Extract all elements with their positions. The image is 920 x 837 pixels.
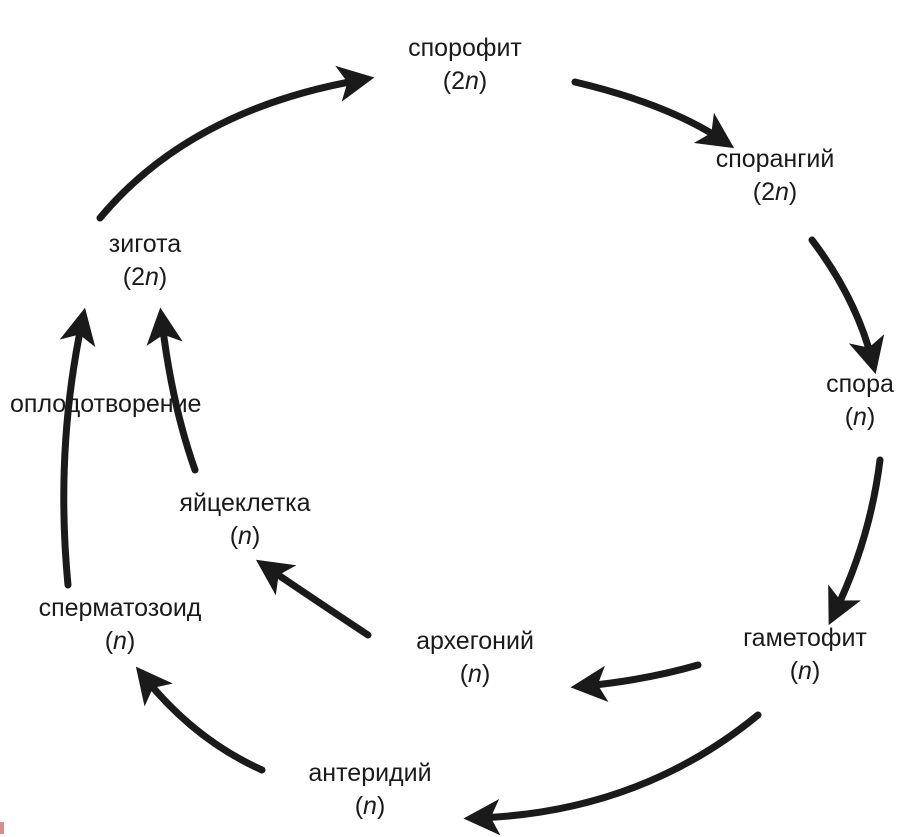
arrow-zygote-to-sporophyte: [96, 65, 375, 222]
node-spore-name: спора: [826, 370, 894, 398]
node-zygote: зигота (2n): [80, 228, 210, 293]
ploidy-variable: n: [853, 402, 867, 431]
node-sperm-ploidy: (n): [104, 626, 136, 655]
node-gametophyte-name: гаметофит: [743, 624, 867, 652]
arrow-antheridium-to-sperm: [135, 666, 266, 774]
ploidy-variable: n: [798, 656, 812, 685]
arrow-egg-to-zygote: [146, 307, 199, 474]
node-spore-ploidy: (n): [844, 402, 876, 431]
ploidy-variable: n: [145, 262, 159, 291]
arrow-archegonium-to-egg: [255, 559, 372, 639]
node-zygote-ploidy: (2n): [122, 262, 168, 291]
node-egg-ploidy: (n): [229, 521, 261, 550]
node-sporangium-name: спорангий: [715, 145, 835, 173]
fertilization-label: оплодотворение: [10, 390, 202, 418]
node-archegonium-ploidy: (n): [459, 659, 491, 688]
arrow-gametophyte-to-antheridium: [463, 711, 762, 836]
ploidy-variable: n: [363, 791, 377, 820]
edge-mark: [0, 822, 4, 834]
node-egg: яйцеклетка (n): [150, 487, 340, 552]
ploidy-number: 2: [451, 66, 465, 95]
ploidy-number: 2: [761, 177, 775, 206]
ploidy-variable: n: [238, 521, 252, 550]
node-sperm: сперматозоид (n): [10, 592, 230, 657]
node-gametophyte: гаметофит (n): [720, 622, 890, 687]
node-spore: спора (n): [805, 368, 915, 433]
ploidy-number: 2: [131, 262, 145, 291]
node-zygote-name: зигота: [108, 230, 182, 258]
node-gametophyte-ploidy: (n): [789, 656, 821, 685]
node-sporophyte-name: спорофит: [408, 34, 522, 62]
node-sporophyte: спорофит (2n): [380, 32, 550, 97]
arrow-sporangium-to-spore: [808, 236, 885, 375]
node-sporophyte-ploidy: (2n): [442, 66, 488, 95]
ploidy-variable: n: [468, 659, 482, 688]
ploidy-variable: n: [113, 626, 127, 655]
ploidy-variable: n: [775, 177, 789, 206]
arrow-gametophyte-to-archegonium: [570, 661, 702, 702]
arrow-sporophyte-to-sporangium: [571, 78, 735, 149]
node-sporangium-ploidy: (2n): [752, 177, 798, 206]
node-antheridium: антеридий (n): [280, 757, 460, 822]
node-egg-name: яйцеклетка: [179, 489, 311, 517]
node-sperm-name: сперматозоид: [38, 594, 202, 622]
ploidy-variable: n: [465, 66, 479, 95]
node-archegonium: архегоний (n): [385, 625, 565, 690]
node-antheridium-ploidy: (n): [354, 791, 386, 820]
node-antheridium-name: антеридий: [308, 759, 432, 787]
arrow-sperm-to-zygote: [59, 307, 96, 589]
arrow-spore-to-gametophyte: [828, 456, 884, 626]
node-sporangium: спорангий (2n): [690, 143, 860, 208]
node-archegonium-name: архегоний: [416, 627, 534, 655]
